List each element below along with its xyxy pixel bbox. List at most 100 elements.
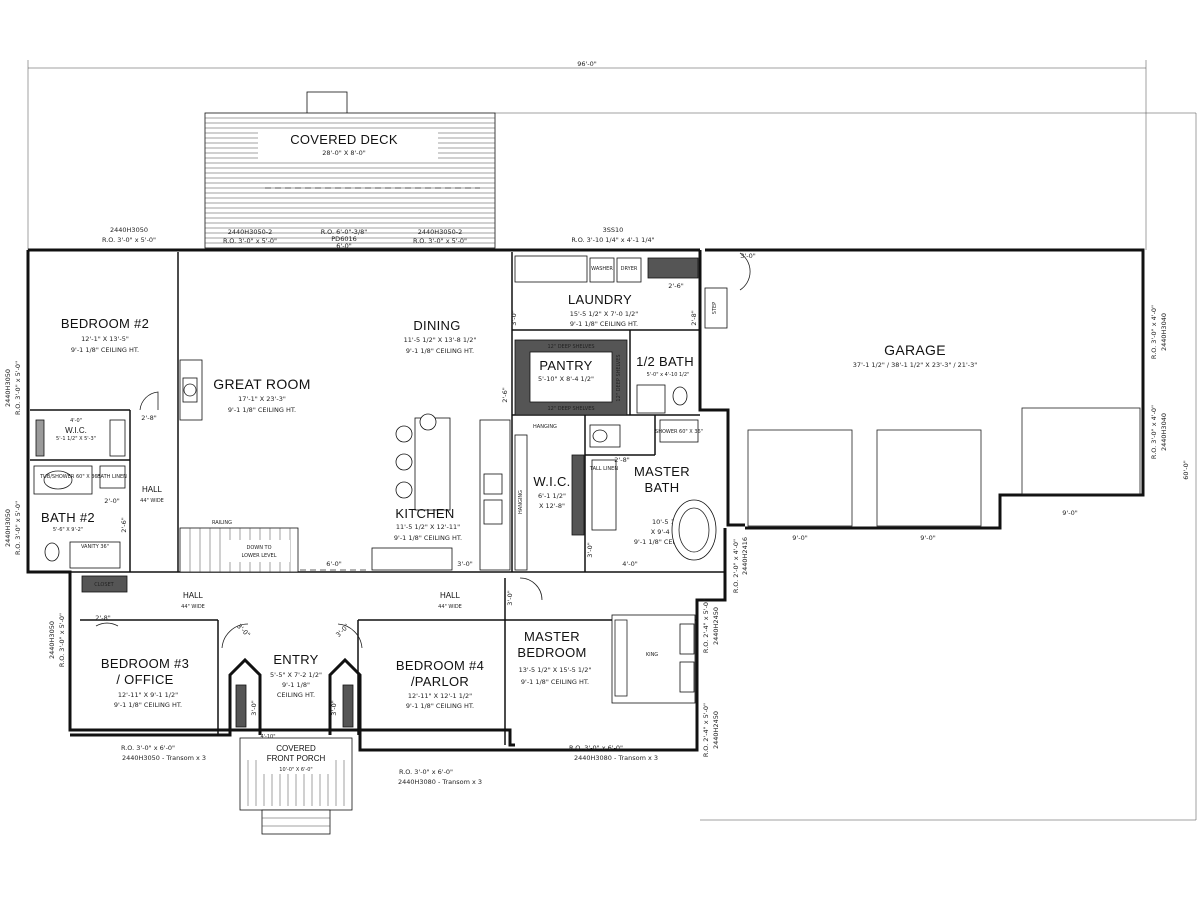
hall-left-width: 44" WIDE — [140, 498, 164, 504]
bedroom-4-dims: 12'-11" X 12'-1 1/2" — [408, 692, 472, 700]
laundry-door-dim2: 2'-6" — [668, 282, 683, 290]
pantry-dims: 5'-10" X 8'-4 1/2" — [538, 375, 594, 383]
window-right-2-ro: R.O. 3'-0" x 4'-0" — [1150, 405, 1158, 459]
dining: DINING 11'-5 1/2" X 13'-8 1/2" 9'-1 1/8"… — [404, 318, 477, 355]
wic-main-dims: 6'-1 1/2" — [538, 492, 566, 500]
bedroom-3-name: BEDROOM #3 — [101, 656, 189, 671]
side-window-labels: 2440H3050 R.O. 3'-0" x 5'-0" 2440H3050 R… — [4, 305, 1168, 757]
great-room-name: GREAT ROOM — [213, 376, 310, 392]
entry-ceiling: 9'-1 1/8" — [282, 681, 310, 689]
front-porch: 4'-10" COVERED FRONT PORCH 10'-0" X 6'-0… — [239, 734, 353, 835]
dryer-label: DRYER — [621, 266, 638, 272]
master-bath-door-dim2: 2'-8" — [614, 456, 629, 464]
great-room-dims: 17'-1" X 23'-3" — [238, 395, 286, 403]
window-top-2-ro: R.O. 3'-0" x 5'-0" — [223, 237, 277, 245]
window-bottom-1-code: 2440H3050 - Transom x 3 — [122, 754, 206, 762]
wic-small-door: 4'-0" — [70, 418, 82, 424]
stair-label-2: LOWER LEVEL — [241, 553, 276, 559]
wic-hanging-top: HANGING — [533, 424, 557, 430]
washer-label: WASHER — [591, 266, 613, 272]
bedroom-3: 2'-8" 3'-0" BEDROOM #3 / OFFICE 12'-11" … — [95, 614, 251, 709]
window-right-1-code: 2440H3040 — [1160, 313, 1168, 351]
laundry: WASHER DRYER LAUNDRY 15'-5 1/2" X 7'-0 1… — [510, 255, 728, 329]
bath-2: TUB/SHOWER 60" X 36" BATH LINEN BATH #2 … — [33, 465, 128, 569]
pantry-shelf-side: 12" DEEP SHELVES — [616, 354, 622, 401]
great-room-ceiling: 9'-1 1/8" CEILING HT. — [228, 406, 296, 414]
front-porch-name: COVERED — [276, 744, 316, 753]
hall-door-dim: 3'-0" — [506, 590, 514, 605]
bath-2-tub: TUB/SHOWER 60" X 36" — [39, 474, 100, 480]
bath-2-door-dim2: 2'-6" — [120, 517, 128, 532]
dining-ceiling: 9'-1 1/8" CEILING HT. — [406, 347, 474, 355]
garage-name: GARAGE — [884, 342, 946, 358]
master-bedroom-name: MASTER — [524, 629, 580, 644]
window-right-1-ro: R.O. 3'-0" x 4'-0" — [1150, 305, 1158, 359]
wic-small-dims: 5'-1 1/2" X 5'-3" — [56, 436, 96, 442]
window-left-1-ro: R.O. 3'-0" x 5'-0" — [14, 361, 22, 415]
master-bath-name-2: BATH — [645, 480, 680, 495]
master-bedroom-dims: 13'-5 1/2" X 15'-5 1/2" — [519, 666, 592, 674]
wic-hanging-side: HANGING — [518, 490, 524, 514]
overall-width-label: 96'-0" — [577, 60, 597, 68]
window-right-2-code: 2440H3040 — [1160, 413, 1168, 451]
hall-right-name: HALL — [440, 591, 461, 600]
step-label: STEP — [712, 302, 718, 314]
bedroom-2: BEDROOM #2 12'-1" X 13'-5" 9'-1 1/8" CEI… — [61, 316, 159, 422]
railing-label: RAILING — [212, 520, 232, 526]
window-top-3-ro: R.O. 3'-0" x 5'-0" — [413, 237, 467, 245]
entry: ENTRY 5'-5" X 7'-2 1/2" 9'-1 1/8" CEILIN… — [235, 622, 363, 728]
hall-center-name: HALL — [183, 591, 204, 600]
dining-name: DINING — [413, 318, 460, 333]
pantry-shelf-bottom: 12" DEEP SHELVES — [547, 406, 594, 412]
bedroom-2-ceiling: 9'-1 1/8" CEILING HT. — [71, 346, 139, 354]
master-bedroom-name-2: BEDROOM — [517, 645, 586, 660]
kitchen-ceiling: 9'-1 1/8" CEILING HT. — [394, 534, 462, 542]
window-right-3-ro: R.O. 2'-0" x 4'-0" — [732, 539, 740, 593]
garage-door-2-width: 9'-0" — [920, 534, 935, 542]
laundry-door-dim: 3'-0" — [510, 310, 518, 325]
bedroom-3-door-dim: 2'-8" — [95, 614, 110, 622]
bath-2-dims: 5'-6" X 9'-2" — [53, 527, 83, 533]
master-bath-dims-2: X 9'-4 1/2" — [651, 528, 685, 536]
half-bath: 1/2 BATH 5'-0" x 4'-10 1/2" — [636, 354, 694, 414]
top-window-labels: 2440H3050 R.O. 3'-0" x 5'-0" 2440H3050-2… — [102, 226, 655, 250]
window-right-3-code: 2440H2416 — [741, 537, 749, 575]
entry-dims: 5'-5" X 7'-2 1/2" — [270, 671, 322, 679]
window-left-3-ro: R.O. 3'-0" x 5'-0" — [58, 613, 66, 667]
window-bottom-3-ro: R.O. 3'-0" x 6'-0" — [569, 744, 623, 752]
window-bottom-1-ro: R.O. 3'-0" x 6'-0" — [121, 744, 175, 752]
front-porch-dims: 10'-0" X 6'-0" — [279, 767, 312, 773]
front-porch-name-2: FRONT PORCH — [267, 754, 326, 763]
pantry: 12" DEEP SHELVES 12" DEEP SHELVES 12" DE… — [501, 339, 628, 416]
bottom-window-labels: R.O. 3'-0" x 6'-0" 2440H3050 - Transom x… — [121, 744, 658, 786]
laundry-name: LAUNDRY — [568, 292, 632, 307]
king-bed-label: KING — [646, 652, 658, 658]
hall-right-width: 44" WIDE — [438, 604, 462, 610]
window-left-1-code: 2440H3050 — [4, 369, 12, 407]
bedroom-2-door-dim: 2'-8" — [141, 414, 156, 422]
patio-door-code: PD6016 — [331, 235, 356, 243]
covered-deck: COVERED DECK 28'-0" X 8'-0" — [204, 91, 496, 249]
pantry-door-dim: 2'-6" — [501, 387, 509, 402]
window-bottom-2-ro: R.O. 3'-0" x 6'-0" — [399, 768, 453, 776]
wic-main-door-dim: 3'-0" — [586, 542, 594, 557]
kitchen-name: KITCHEN — [395, 506, 454, 521]
closet-label: CLOSET — [94, 582, 114, 588]
half-bath-name: 1/2 BATH — [636, 354, 694, 369]
pantry-name: PANTRY — [539, 358, 592, 373]
bedroom-4: BEDROOM #4 /PARLOR 12'-11" X 12'-1 1/2" … — [396, 658, 484, 710]
entry-closet-dim: 3'-0" — [250, 700, 258, 715]
stair-label: DOWN TO — [246, 545, 271, 551]
window-right-4-ro: R.O. 2'-4" x 5'-0" — [702, 599, 710, 653]
garage: GARAGE 37'-1 1/2" / 38'-1 1/2" X 23'-3" … — [739, 252, 1141, 542]
overall-depth-label: 60'-0" — [1182, 460, 1190, 480]
master-bedroom: MASTER BEDROOM 13'-5 1/2" X 15'-5 1/2" 9… — [517, 614, 696, 704]
half-bath-dims: 5'-0" x 4'-10 1/2" — [647, 372, 690, 378]
wic-small-name: W.I.C. — [65, 426, 87, 435]
window-left-2-ro: R.O. 3'-0" x 5'-0" — [14, 501, 22, 555]
bath-2-door-dim: 2'-0" — [104, 497, 119, 505]
bath-2-linen: BATH LINEN — [97, 474, 127, 480]
overall-dimensions: 96'-0" 60'-0" — [27, 60, 1197, 821]
pantry-shelf-top: 12" DEEP SHELVES — [547, 344, 594, 350]
